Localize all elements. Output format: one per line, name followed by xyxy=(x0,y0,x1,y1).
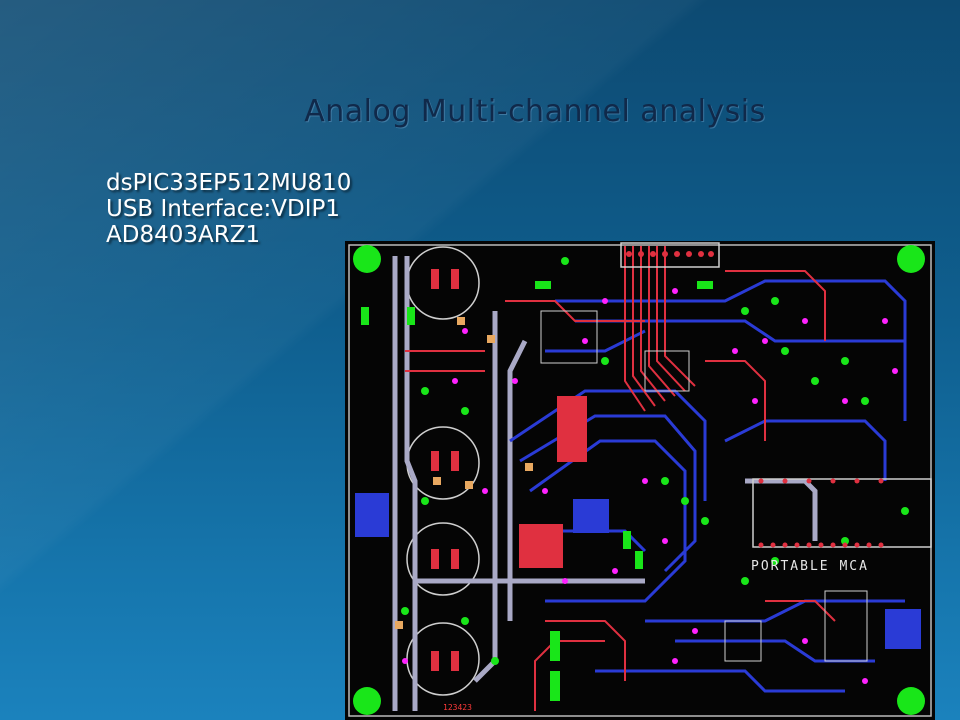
board-corner-label: 123423 xyxy=(443,703,472,712)
bullet-list: dsPIC33EP512MU810 USB Interface:VDIP1 AD… xyxy=(106,170,351,248)
board-label: PORTABLE MCA xyxy=(751,559,869,574)
slide-title: Analog Multi-channel analysis xyxy=(304,94,766,129)
pcb-artwork xyxy=(348,242,932,717)
pcb-layout-image: PORTABLE MCA 123423 xyxy=(345,241,935,720)
bullet-item: dsPIC33EP512MU810 xyxy=(106,170,352,196)
bullet-item: AD8403ARZ1 xyxy=(106,222,261,248)
bullet-item: USB Interface:VDIP1 xyxy=(106,196,340,222)
